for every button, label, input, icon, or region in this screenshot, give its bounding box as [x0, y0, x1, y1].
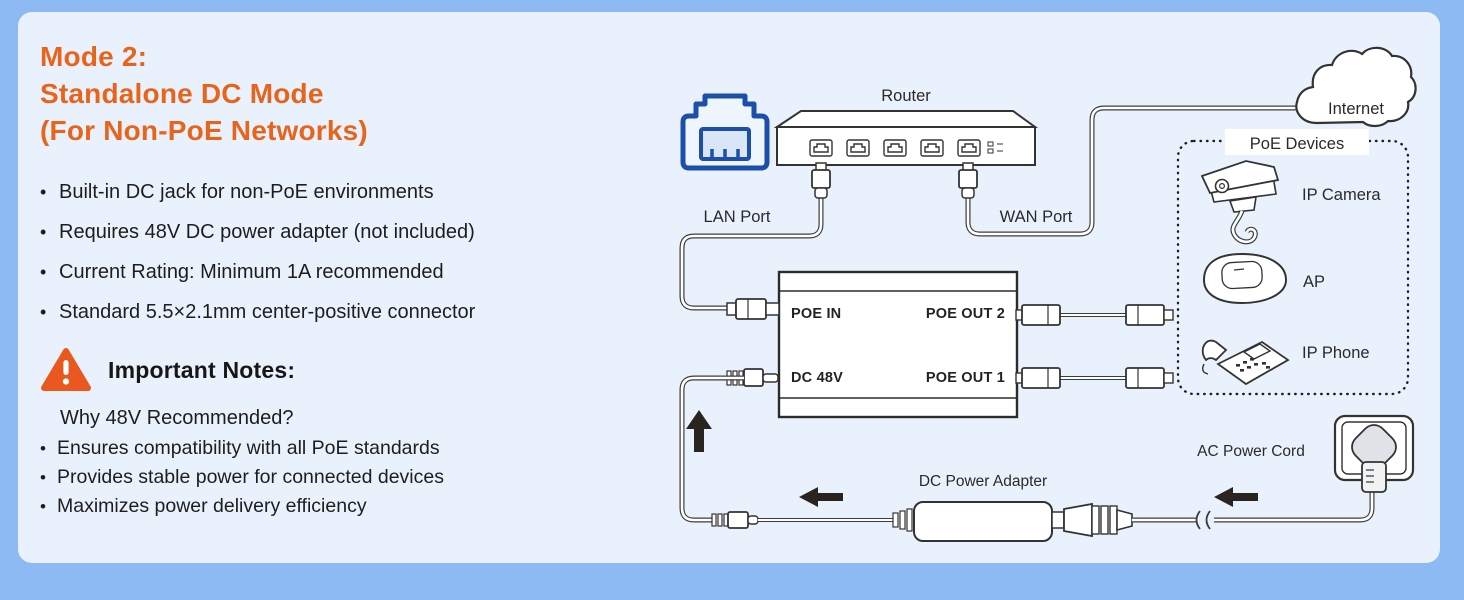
notes-list: Ensures compatibility with all PoE stand… [40, 438, 620, 518]
left-arrow-outlet [1214, 487, 1258, 507]
wan-cable [965, 105, 1305, 237]
ac-cord-connector [1063, 502, 1133, 538]
feature-item: Requires 48V DC power adapter (not inclu… [40, 221, 620, 243]
page-title: Mode 2: Standalone DC Mode (For Non-PoE … [40, 38, 620, 149]
ip-camera-icon [1200, 160, 1280, 245]
feature-item: Current Rating: Minimum 1A recommended [40, 261, 620, 283]
ac-power-cord-label: AC Power Cord [1197, 443, 1305, 460]
cable-break-mark [1195, 510, 1211, 530]
internet-cloud: Internet [1295, 46, 1417, 128]
poe-injector: POE IN POE OUT 2 DC 48V POE OUT 1 [777, 270, 1019, 419]
dc-cable [679, 375, 744, 523]
left-arrow-adapter [799, 487, 843, 507]
poe-out2-label: POE OUT 2 [926, 306, 1005, 322]
poe-devices-label: PoE Devices [1250, 135, 1344, 153]
router-label: Router [881, 87, 931, 105]
poe-in-label: POE IN [791, 306, 841, 322]
note-item: Ensures compatibility with all PoE stand… [40, 438, 620, 460]
ip-phone-icon [1201, 339, 1290, 386]
ip-phone-label: IP Phone [1302, 344, 1370, 362]
info-column: Mode 2: Standalone DC Mode (For Non-PoE … [40, 38, 620, 525]
wan-plug [958, 162, 978, 199]
up-arrow [686, 410, 712, 452]
title-line-3: (For Non-PoE Networks) [40, 115, 368, 146]
important-notes-header: Important Notes: [40, 347, 620, 393]
ethernet-jack-icon [680, 93, 770, 171]
feature-item: Built-in DC jack for non-PoE environment… [40, 181, 620, 203]
lan-port-label: LAN Port [704, 208, 771, 226]
ip-camera-label: IP Camera [1302, 186, 1381, 204]
dc-48v-label: DC 48V [791, 370, 843, 386]
dc-power-adapter-label: DC Power Adapter [919, 473, 1047, 490]
router-illustration: Router [773, 87, 1039, 166]
lan-cable [679, 196, 824, 311]
ap-label: AP [1303, 273, 1325, 291]
plug-body [1361, 461, 1387, 493]
title-line-2: Standalone DC Mode [40, 78, 324, 109]
poe-devices-label-bg [1225, 129, 1369, 155]
lan-plug [811, 162, 831, 199]
wall-outlet [1333, 414, 1415, 493]
title-line-1: Mode 2: [40, 41, 148, 72]
internet-label: Internet [1328, 100, 1384, 118]
important-notes-title: Important Notes: [108, 356, 296, 383]
note-item: Maximizes power delivery efficiency [40, 496, 620, 518]
access-point-icon [1202, 252, 1288, 305]
poe-devices-group: PoE Devices IP Camera AP [1176, 129, 1410, 396]
router-leds [987, 141, 1003, 154]
notes-subheading: Why 48V Recommended? [60, 407, 294, 429]
note-item: Provides stable power for connected devi… [40, 467, 620, 489]
feature-item: Standard 5.5×2.1mm center-positive conne… [40, 301, 620, 323]
feature-list: Built-in DC jack for non-PoE environment… [40, 181, 620, 323]
dc-coupler [711, 511, 759, 529]
ac-cable [1132, 492, 1375, 530]
poe-out1-cable [1015, 367, 1174, 389]
wan-port-label: WAN Port [1000, 208, 1073, 226]
poe-out2-cable [1015, 304, 1174, 326]
dc-power-adapter [892, 501, 1065, 542]
router-ports [809, 139, 981, 157]
poe-out1-label: POE OUT 1 [926, 370, 1005, 386]
warning-icon [41, 348, 91, 391]
poe-in-connector [726, 298, 780, 320]
